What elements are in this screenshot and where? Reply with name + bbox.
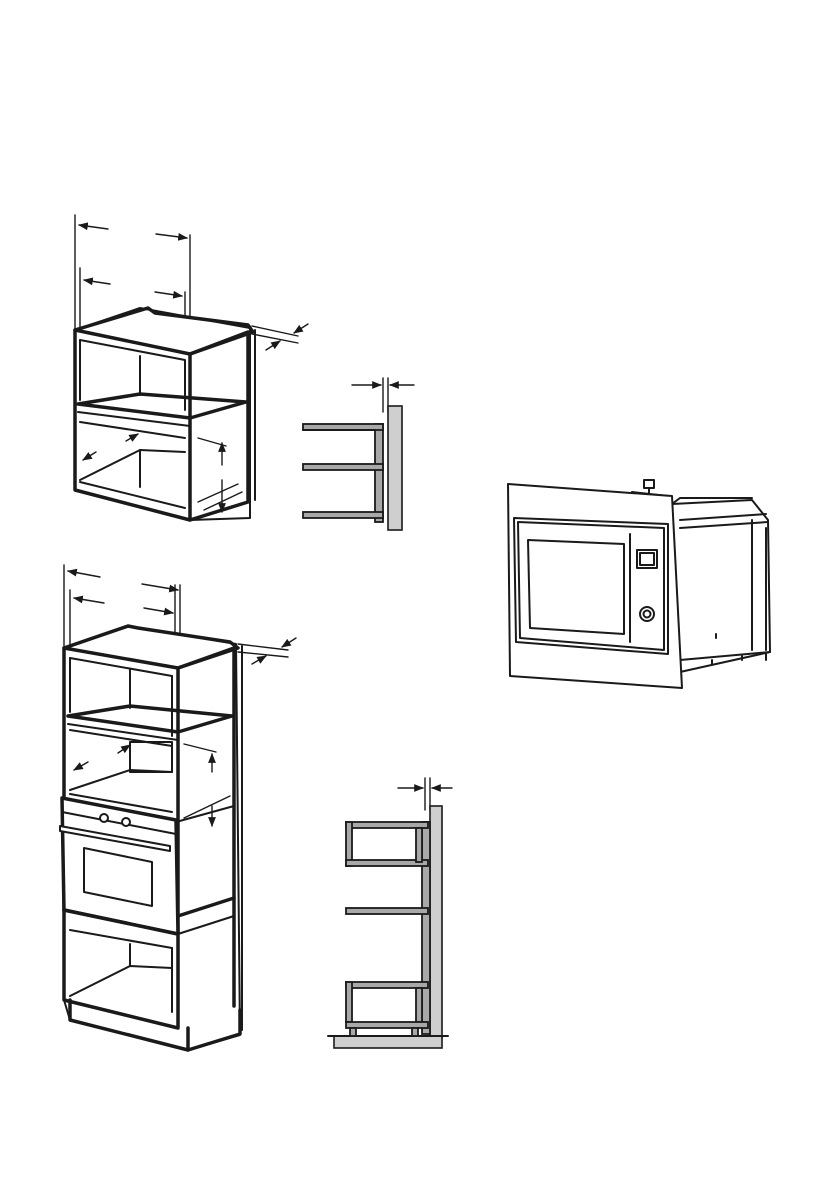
tall-width-arrow-left xyxy=(68,571,100,577)
microwave-window xyxy=(528,540,624,634)
back-arrow-lower xyxy=(266,341,280,350)
tall-inner-width-arrow-right xyxy=(144,608,173,613)
upper-cabinet-figure xyxy=(75,215,308,520)
tall-back-arrow-upper xyxy=(282,638,296,647)
shelf-bottom xyxy=(303,512,383,518)
shelf-middle xyxy=(303,464,383,470)
tall-shelf-4 xyxy=(346,982,428,988)
tall-shelf-3 xyxy=(346,908,428,914)
tall-wall-section-figure xyxy=(328,778,452,1048)
tall-inner-width-arrow-left xyxy=(74,598,104,603)
wall xyxy=(388,406,402,530)
floor xyxy=(334,1036,442,1048)
upper-wall-section-figure xyxy=(303,378,414,530)
control-knob-icon xyxy=(640,607,654,621)
oven-knob-left-icon xyxy=(100,814,108,822)
microwave-frame-figure xyxy=(508,480,770,688)
tall-wall xyxy=(430,806,442,1038)
width-arrow-right xyxy=(156,234,187,238)
tall-cabinet-figure xyxy=(60,565,296,1050)
tall-shelf-1 xyxy=(346,822,428,828)
tall-back-arrow-lower xyxy=(252,656,266,664)
inner-width-arrow-right xyxy=(155,292,182,296)
inner-width-arrow-left xyxy=(84,280,110,284)
tall-shelf-5 xyxy=(346,1022,428,1028)
tall-width-arrow-right xyxy=(142,584,178,590)
screw-icon xyxy=(644,480,654,488)
oven-knob-right-icon xyxy=(122,818,130,826)
width-arrow-left xyxy=(79,225,108,229)
back-arrow-upper xyxy=(294,324,308,333)
